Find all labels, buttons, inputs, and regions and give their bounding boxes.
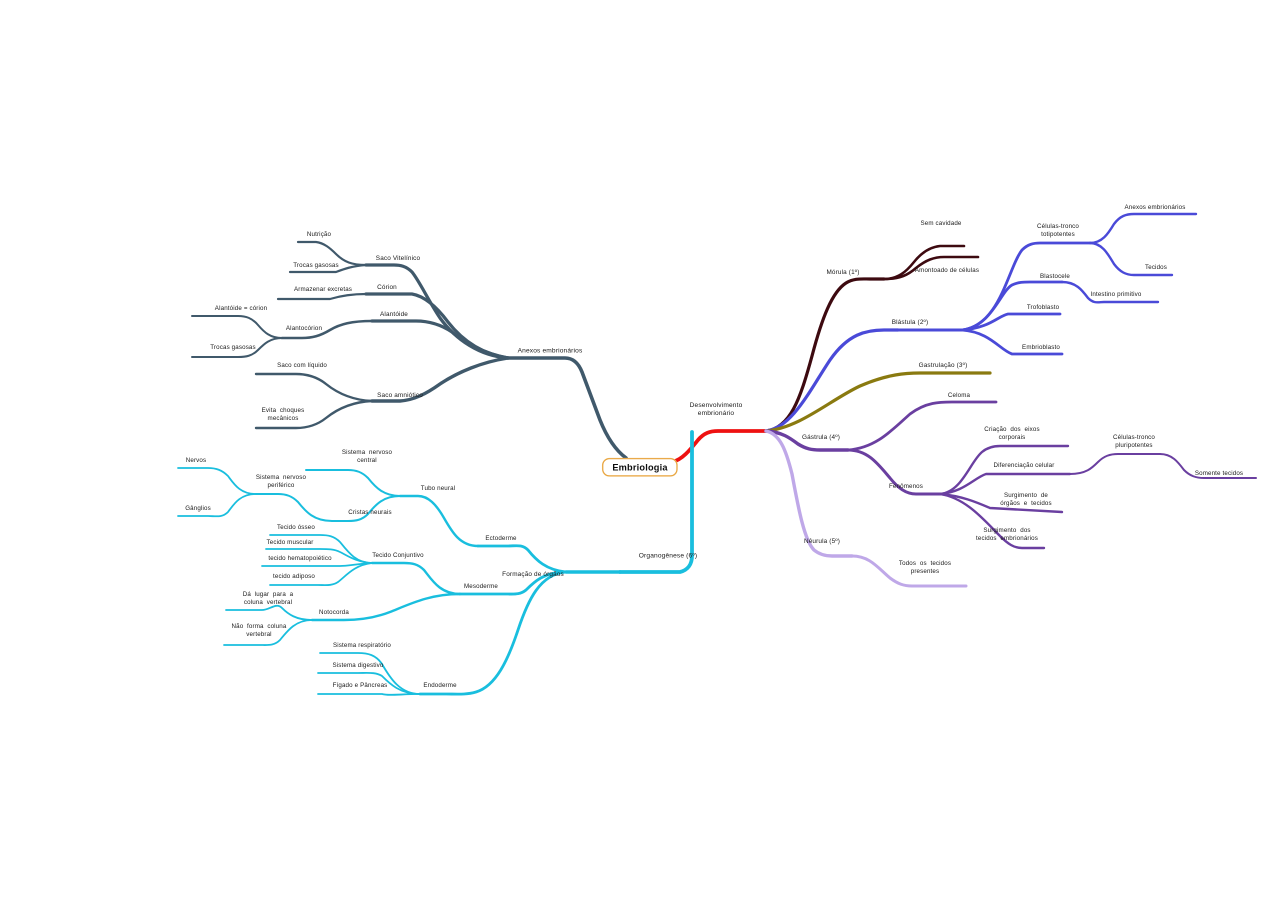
node-sist-nervoso-central[interactable]: Sistema nervoso central — [341, 449, 393, 465]
node-morula[interactable]: Mórula (1º) — [826, 268, 860, 276]
edge-blastula-to-totipotentes — [960, 241, 1092, 332]
edge-anexos-to-alantoide — [370, 319, 510, 360]
node-alantoide[interactable]: Alantóide — [380, 310, 408, 318]
node-alantocorion[interactable]: Alantocórion — [285, 325, 323, 333]
node-amontoado[interactable]: Amontoado de células — [914, 267, 980, 275]
node-mesoderme[interactable]: Mesoderme — [463, 583, 499, 591]
node-tecido-osseo[interactable]: Tecido ósseo — [277, 524, 315, 532]
edge-fenom-to-criacao — [938, 444, 1070, 496]
node-tecido-conjuntivo[interactable]: Tecido Conjuntivo — [372, 552, 424, 560]
edge-root-to-desenvolvimento — [670, 429, 768, 464]
edge-cristas-to-snp — [255, 493, 333, 522]
edge-blastula-to-trofoblasto — [960, 312, 1062, 332]
node-endoderme[interactable]: Endoderme — [423, 682, 457, 690]
node-ganglios[interactable]: Gânglios — [185, 505, 211, 513]
node-trocas-gasosas-2[interactable]: Trocas gasosas — [210, 344, 256, 352]
node-blastula[interactable]: Blástula (2º) — [891, 318, 929, 326]
node-evita-choques[interactable]: Evita choques mecânicos — [261, 407, 305, 423]
node-sistema-digestivo[interactable]: Sistema digestivo — [332, 662, 384, 670]
node-nutricao[interactable]: Nutrição — [306, 231, 332, 239]
node-surgimento-tecidos[interactable]: Surgimento dos tecidos embrionários — [976, 527, 1038, 543]
node-tecidos[interactable]: Tecidos — [1144, 264, 1168, 272]
node-formacao-orgaos[interactable]: Formação de órgãos — [502, 570, 564, 578]
node-tecido-muscular[interactable]: Tecido muscular — [266, 539, 314, 547]
node-figado-pancreas[interactable]: Fígado e Pâncreas — [332, 682, 388, 690]
node-somente-tecidos[interactable]: Somente tecidos — [1194, 470, 1244, 478]
node-sist-nervoso-periferico[interactable]: Sistema nervoso periférico — [255, 474, 307, 490]
edge-formacao-to-ectoderme — [476, 544, 568, 574]
node-armazenar-excretas[interactable]: Armazenar excretas — [293, 286, 353, 294]
node-gastrulacao[interactable]: Gastrulação (3º) — [918, 361, 968, 369]
edge-saco-amn-to-liquido — [254, 372, 374, 403]
edge-conj-to-hemato — [261, 562, 373, 567]
node-gastrula[interactable]: Gástrula (4º) — [801, 433, 841, 441]
edge-alantocorion-to-alantcorion-eq — [191, 315, 283, 339]
node-anexos[interactable]: Anexos embrionários — [517, 347, 583, 355]
node-cristas-neurais[interactable]: Cristas neurais — [348, 509, 392, 517]
node-nao-forma-coluna[interactable]: Não forma coluna vertebral — [231, 623, 287, 639]
edge-ecto-to-tubo-neural — [398, 494, 480, 548]
node-tecido-hematopoietico[interactable]: tecido hematopoiético — [268, 555, 332, 563]
node-diferenciacao[interactable]: Diferenciação celular — [993, 462, 1055, 470]
node-blastocele[interactable]: Blastocele — [1039, 273, 1071, 281]
root-node-embriologia[interactable]: Embriologia — [602, 458, 678, 476]
node-saco-com-liquido[interactable]: Saco com líquido — [277, 362, 327, 370]
node-saco-amniotico[interactable]: Saco amniótico — [377, 391, 423, 399]
edge-snp-to-nervos — [177, 467, 257, 495]
node-nervos[interactable]: Nervos — [185, 457, 207, 465]
node-anexos-embrionarios-2[interactable]: Anexos embrionários — [1124, 204, 1186, 212]
edge-difer-to-pluripotentes — [1069, 453, 1161, 475]
node-da-lugar-coluna[interactable]: Dá lugar para a coluna vertebral — [242, 591, 294, 607]
node-celulas-pluripotentes[interactable]: Células-tronco pluripotentes — [1113, 434, 1155, 450]
edge-root-to-anexos — [506, 356, 628, 460]
edge-endo-to-figado — [317, 693, 421, 696]
node-sem-cavidade[interactable]: Sem cavidade — [920, 220, 962, 228]
node-celoma[interactable]: Celoma — [947, 392, 971, 400]
edge-noto-to-da-lugar — [225, 604, 313, 621]
edge-gastrula-to-celoma — [846, 400, 998, 452]
edge-corion-to-armazenar — [276, 292, 368, 301]
node-ectoderme[interactable]: Ectoderme — [485, 535, 517, 543]
edge-totip-to-anexos — [1088, 212, 1198, 245]
edge-fenom-to-diferenciacao — [938, 472, 1072, 496]
node-celulas-totipotentes[interactable]: Células-tronco totipotentes — [1037, 223, 1079, 239]
node-embrioblasto[interactable]: Embrioblasto — [1022, 344, 1060, 352]
node-fenomenos[interactable]: Fenômenos — [888, 483, 924, 491]
node-corion[interactable]: Córion — [377, 283, 397, 291]
node-neurula[interactable]: Nêurula (5º) — [803, 537, 841, 545]
node-trocas-gasosas-1[interactable]: Trocas gasosas — [293, 262, 339, 270]
edge-desenv-to-morula — [764, 277, 886, 433]
node-saco-vitelinico[interactable]: Saco Vitelínico — [375, 254, 421, 262]
edge-anexos-to-corion — [364, 292, 510, 360]
edge-tubo-to-snc — [305, 469, 401, 497]
edge-root-to-organogenese — [618, 430, 694, 574]
node-notocorda[interactable]: Notocorda — [319, 609, 349, 617]
node-tubo-neural[interactable]: Tubo neural — [420, 485, 456, 493]
edge-meso-to-conjuntivo — [370, 561, 462, 596]
node-criacao-eixos[interactable]: Criação dos eixos corporais — [984, 426, 1040, 442]
node-intestino-primitivo[interactable]: Intestino primitivo — [1090, 291, 1142, 299]
node-trofoblasto[interactable]: Trofoblasto — [1026, 304, 1060, 312]
node-sistema-respiratorio[interactable]: Sistema respiratório — [332, 642, 392, 650]
node-alantoide-corion[interactable]: Alantóide = córion — [214, 305, 268, 313]
edge-desenv-to-gastrulacao — [764, 371, 992, 433]
node-organogenese[interactable]: Organogênese (6º) — [638, 552, 698, 560]
node-todos-tecidos[interactable]: Todos os tecidos presentes — [898, 560, 952, 576]
node-tecido-adiposo[interactable]: tecido adiposo — [272, 573, 316, 581]
node-desenvolvimento[interactable]: Desenvolvimento embrionário — [689, 402, 743, 418]
node-surgimento-orgaos[interactable]: Surgimento de órgãos e tecidos — [1000, 492, 1052, 508]
edge-desenv-to-blastula — [764, 328, 900, 433]
